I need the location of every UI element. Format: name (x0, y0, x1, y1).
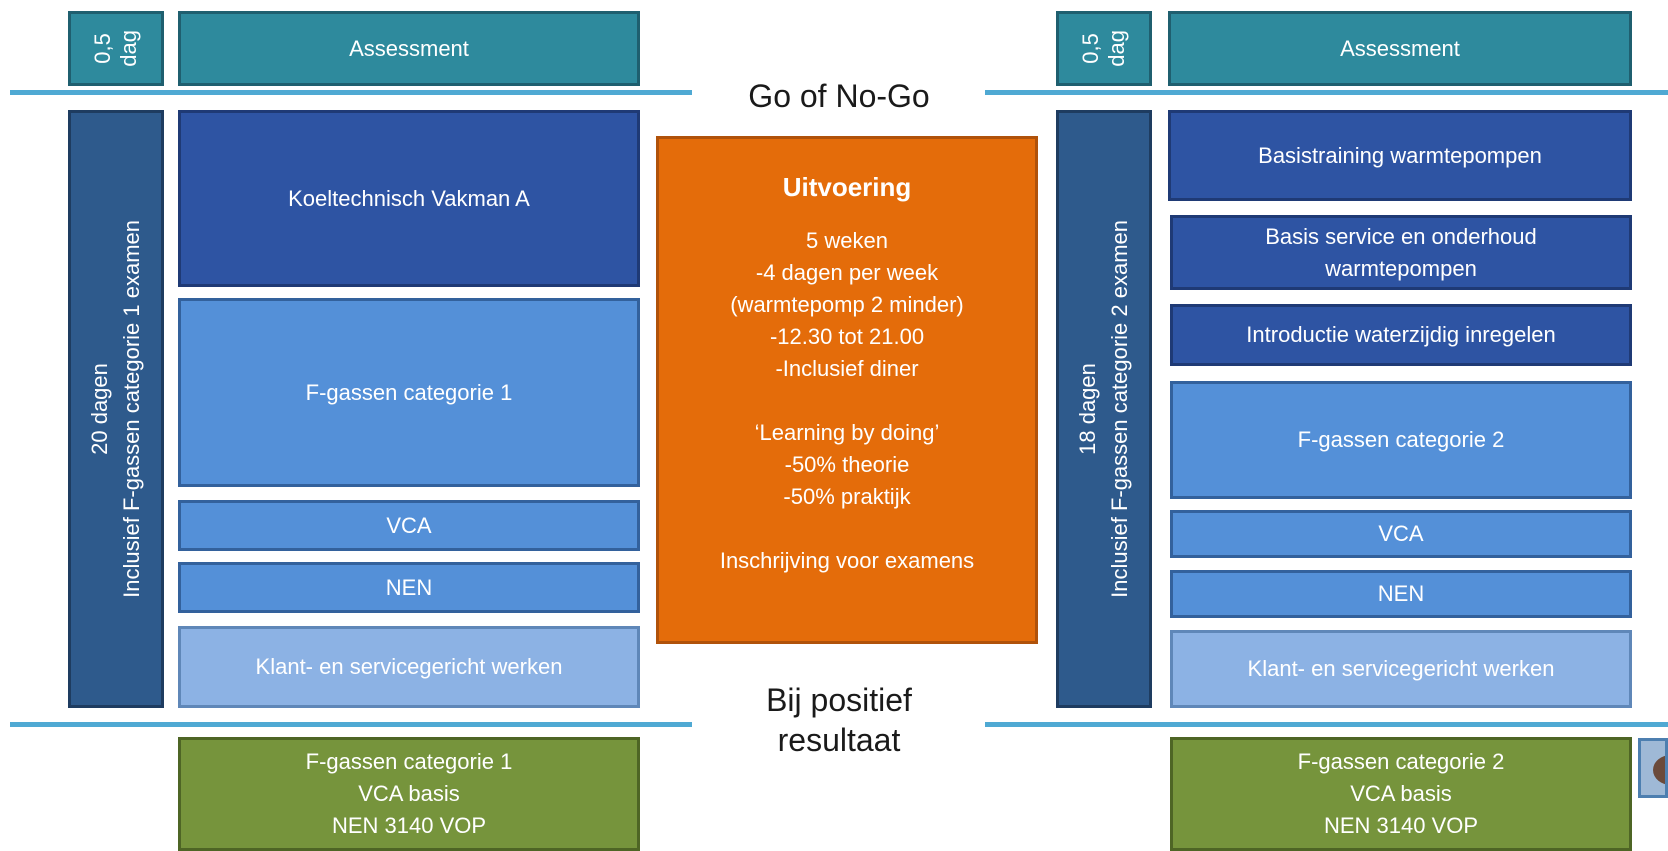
right-module-klant: Klant- en servicegericht werken (1170, 630, 1632, 708)
left-cert-vca: VCA basis (358, 781, 460, 806)
result-line-1: Bij positief (766, 682, 912, 718)
left-module-koeltechnisch: Koeltechnisch Vakman A (178, 110, 640, 287)
right-assessment-days-unit: dag (1104, 30, 1129, 67)
bottom-divider-right (985, 722, 1668, 727)
avatar-thumbnail (1638, 738, 1668, 798)
left-module-nen: NEN (178, 562, 640, 613)
right-assessment-days-value: 0,5 (1078, 33, 1103, 64)
schedule-weeks: 5 weken (806, 228, 888, 253)
right-duration-exam: Inclusief F-gassen categorie 2 examen (1107, 220, 1132, 598)
top-divider-right (985, 90, 1668, 95)
left-assessment-days-unit: dag (116, 30, 141, 67)
left-assessment-days-value: 0,5 (90, 33, 115, 64)
left-module-fgassen: F-gassen categorie 1 (178, 298, 640, 487)
right-cert-vca: VCA basis (1350, 781, 1452, 806)
schedule-heatpump: (warmtepomp 2 minder) (730, 292, 964, 317)
left-cert-nen: NEN 3140 VOP (331, 813, 487, 838)
right-module-basistraining: Basistraining warmtepompen (1168, 110, 1632, 201)
right-assessment-box: Assessment (1168, 11, 1632, 86)
schedule-days: -4 dagen per week (755, 260, 939, 285)
method-practice: -50% praktijk (783, 484, 911, 509)
registration-text: Inschrijving voor examens (719, 548, 975, 573)
left-duration-box: 20 dagen Inclusief F-gassen categorie 1 … (68, 110, 164, 708)
schedule-time: -12.30 tot 21.00 (769, 324, 925, 349)
right-assessment-days: 0,5 dag (1056, 11, 1152, 86)
left-duration-days: 20 dagen (87, 363, 112, 455)
method-theory: -50% theorie (784, 452, 910, 477)
left-certificates-box: F-gassen categorie 1 VCA basis NEN 3140 … (178, 737, 640, 851)
result-line-2: resultaat (777, 722, 901, 758)
right-cert-nen: NEN 3140 VOP (1323, 813, 1479, 838)
left-assessment-label: Assessment (349, 35, 469, 61)
left-assessment-days: 0,5 dag (68, 11, 164, 86)
uitvoering-box: Uitvoering 5 weken -4 dagen per week (wa… (656, 136, 1038, 644)
right-certificates-box: F-gassen categorie 2 VCA basis NEN 3140 … (1170, 737, 1632, 851)
top-divider-left (10, 90, 692, 95)
right-duration-days: 18 dagen (1075, 363, 1100, 455)
right-module-service: Basis service en onderhoud warmtepompen (1170, 215, 1632, 290)
left-cert-fgassen: F-gassen categorie 1 (305, 749, 513, 774)
right-assessment-label: Assessment (1340, 35, 1460, 61)
left-duration-exam: Inclusief F-gassen categorie 1 examen (119, 220, 144, 598)
method-title: ‘Learning by doing’ (754, 420, 940, 445)
bottom-divider-left (10, 722, 692, 727)
schedule-dinner: -Inclusief diner (775, 356, 919, 381)
right-module-inregelen: Introductie waterzijdig inregelen (1170, 304, 1632, 366)
left-module-klant: Klant- en servicegericht werken (178, 626, 640, 708)
right-module-fgassen: F-gassen categorie 2 (1170, 381, 1632, 499)
result-label: Bij positief resultaat (700, 680, 978, 760)
go-no-go-label: Go of No-Go (748, 78, 930, 114)
right-cert-fgassen: F-gassen categorie 2 (1297, 749, 1505, 774)
uitvoering-title: Uitvoering (782, 172, 912, 202)
left-assessment-box: Assessment (178, 11, 640, 86)
right-module-vca: VCA (1170, 510, 1632, 558)
left-module-vca: VCA (178, 500, 640, 551)
right-module-nen: NEN (1170, 570, 1632, 618)
right-duration-box: 18 dagen Inclusief F-gassen categorie 2 … (1056, 110, 1152, 708)
